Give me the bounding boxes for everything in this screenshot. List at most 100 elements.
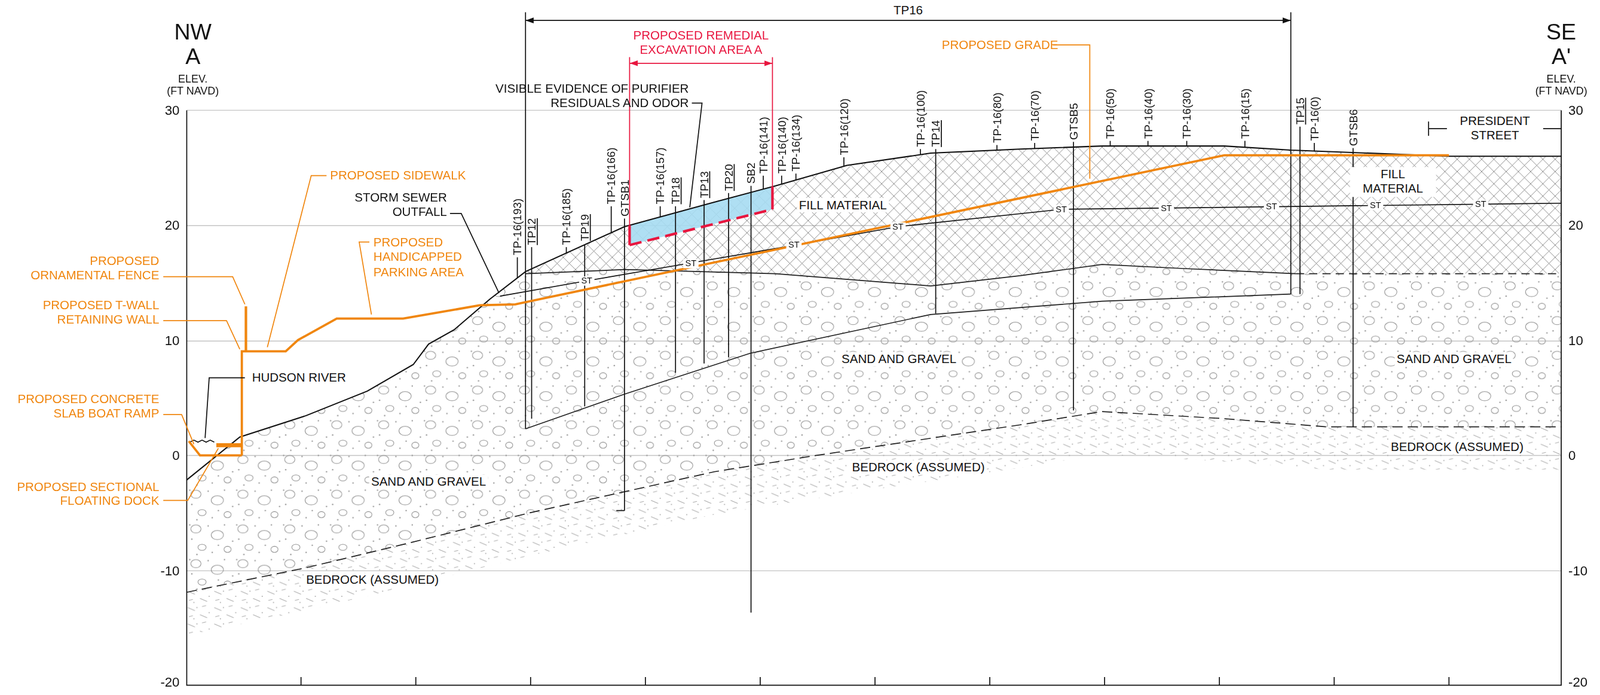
elevation-number: 10 xyxy=(164,332,180,350)
boring-line xyxy=(727,198,730,358)
label-leader xyxy=(1109,141,1112,147)
elevation-number: 30 xyxy=(164,102,180,119)
boring-label: TP20 xyxy=(722,163,735,191)
label-leader xyxy=(781,175,783,185)
boring-label: TP-16(50) xyxy=(1103,88,1116,140)
leader-line xyxy=(1427,121,1430,136)
proposed-callout: PROPOSED CONCRETE SLAB BOAT RAMP xyxy=(5,391,159,421)
stratum-label: PRESIDENT STREET xyxy=(1446,114,1543,144)
boring-label: TP15 xyxy=(1293,97,1306,125)
boring-label: TP-16(193) xyxy=(511,198,523,256)
label-leader xyxy=(1033,142,1036,149)
axis-tick xyxy=(759,676,761,685)
leader-line xyxy=(359,242,372,315)
boring-label: TP-16(166) xyxy=(604,147,617,204)
label-leader xyxy=(1313,142,1315,151)
dimension-line xyxy=(629,62,773,64)
stratum-label: BEDROCK (ASSUMED) xyxy=(1389,439,1526,455)
boring-label: TP-16(140) xyxy=(775,116,788,174)
label-leader xyxy=(750,185,752,193)
boring-label: TP-16(30) xyxy=(1180,88,1193,140)
axis-tick xyxy=(300,676,302,685)
sewer-tag: ST xyxy=(786,240,802,250)
boring-line xyxy=(703,205,705,364)
axis-tick xyxy=(1218,676,1220,685)
elevation-number: -20 xyxy=(1568,673,1588,690)
label-leader xyxy=(531,246,533,269)
label-leader xyxy=(659,206,662,217)
elevation-number: 20 xyxy=(164,217,180,234)
elevation-number: -20 xyxy=(160,673,180,690)
leader-line xyxy=(1053,44,1090,179)
boring-label: TP12 xyxy=(525,218,538,246)
boring-label: TP-16(134) xyxy=(789,114,802,172)
stratum-label: HUDSON RIVER xyxy=(249,369,348,385)
leader-line xyxy=(163,447,219,500)
proposed-callout: PROPOSED T-WALL RETAINING WALL xyxy=(5,297,159,327)
stratum-label: TP16 xyxy=(891,2,926,18)
label-leader xyxy=(795,173,797,180)
floating-dock xyxy=(216,442,243,448)
label-leader xyxy=(843,157,845,167)
excavation-limit xyxy=(772,57,774,187)
elevation-number: 0 xyxy=(1568,447,1576,464)
label-leader xyxy=(703,200,705,206)
boring-label: TP13 xyxy=(698,170,711,198)
label-leader xyxy=(674,206,676,213)
water-surface xyxy=(190,439,215,442)
stratum-label: FILL MATERIAL xyxy=(1350,166,1436,197)
test-pit-bottom xyxy=(525,294,1291,429)
axis-tick xyxy=(1333,676,1335,685)
label-leader xyxy=(1352,148,1354,153)
axis-title: (FT NAVD) xyxy=(1535,84,1588,98)
leader-line xyxy=(163,276,246,305)
boring-line xyxy=(935,153,937,314)
label-leader xyxy=(762,175,764,190)
excavation-limit xyxy=(771,186,774,210)
stratum-label: BEDROCK (ASSUMED) xyxy=(849,460,987,476)
proposed-callout: PROPOSED ORNAMENTAL FENCE xyxy=(16,253,159,283)
label-leader xyxy=(1299,126,1301,151)
excavation-limit xyxy=(628,225,631,246)
boring-line xyxy=(583,244,586,406)
label-leader xyxy=(1072,141,1075,148)
section-mark: SE xyxy=(1546,19,1577,47)
fill-contact xyxy=(525,264,1296,286)
axis-tick xyxy=(530,676,532,685)
boring-label: TP19 xyxy=(578,213,591,241)
elevation-number: -10 xyxy=(1568,562,1588,579)
ornamental-fence xyxy=(244,306,247,351)
bedrock-line xyxy=(186,411,1562,592)
sewer-tag: ST xyxy=(1368,200,1384,210)
boring-line xyxy=(1299,150,1301,295)
note-label: STORM SEWER OUTFALL xyxy=(334,190,448,220)
axis-tick xyxy=(1448,676,1450,685)
label-leader xyxy=(727,193,730,199)
boring-label: GTSB1 xyxy=(618,179,631,217)
sewer-tag: ST xyxy=(1473,199,1489,209)
stratum-label: SAND AND GRAVEL xyxy=(839,352,959,367)
boring-label: TP14 xyxy=(929,120,942,148)
label-leader xyxy=(566,246,568,253)
section-mark: A' xyxy=(1551,43,1571,71)
elevation-number: -10 xyxy=(160,562,180,579)
frame xyxy=(186,109,1562,685)
label-leader xyxy=(610,206,613,233)
boring-line xyxy=(623,226,626,511)
axis-title: ELEV. xyxy=(1546,72,1577,86)
label-leader xyxy=(919,148,922,155)
proposed-callout: PROPOSED GRADE xyxy=(941,37,1059,53)
axis-tick xyxy=(644,676,647,685)
note-label: VISIBLE EVIDENCE OF PURIFIER RESIDUALS A… xyxy=(444,81,690,111)
boring-label: TP-16(15) xyxy=(1238,88,1251,140)
axis-tick xyxy=(874,676,876,685)
label-leader xyxy=(1186,141,1188,147)
axis-tick xyxy=(989,676,991,685)
leader-line xyxy=(267,175,327,348)
bedrock-region xyxy=(186,411,1562,635)
leader-line xyxy=(163,414,194,445)
sewer-tag: ST xyxy=(1053,205,1069,214)
boring-label: TP-16(0) xyxy=(1308,96,1321,141)
